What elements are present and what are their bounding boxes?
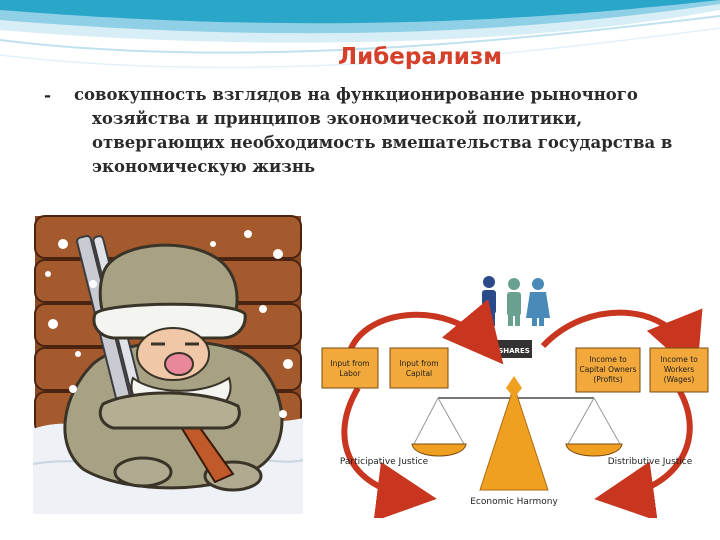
logo-text: SHARES <box>498 347 530 355</box>
snowflakes <box>45 230 293 418</box>
svg-text:Capital Owners: Capital Owners <box>579 365 636 374</box>
shares-logo <box>496 340 532 358</box>
flow-arrows <box>341 299 703 518</box>
people-icons <box>482 276 550 326</box>
svg-text:Workers: Workers <box>664 365 694 374</box>
bullet-dash: - <box>44 86 52 106</box>
svg-text:(Profits): (Profits) <box>593 375 622 384</box>
label-participative-justice: Participative Justice <box>340 457 429 467</box>
cartoon-guard-illustration <box>33 214 303 514</box>
label-economic-harmony: Economic Harmony <box>470 497 558 507</box>
economic-harmony-diagram: SHARES Input from Labor Input from Capit… <box>321 276 709 518</box>
slide-title: Либерализм <box>338 44 502 70</box>
svg-text:Input from: Input from <box>399 359 438 368</box>
header-wave <box>0 0 720 69</box>
definition-text: совокупность взглядов на функционировани… <box>74 83 684 179</box>
box-income-capital-owners: Income to Capital Owners (Profits) <box>575 347 641 393</box>
box-input-labor: Input from Labor <box>321 347 379 389</box>
svg-text:Income to: Income to <box>589 355 627 364</box>
svg-text:Income to: Income to <box>660 355 698 364</box>
balance-scale <box>411 376 623 491</box>
svg-text:Capital: Capital <box>406 369 432 378</box>
box-input-capital: Input from Capital <box>389 347 449 389</box>
definition-paragraph: совокупность взглядов на функционировани… <box>74 85 673 176</box>
label-distributive-justice: Distributive Justice <box>608 457 693 467</box>
box-income-workers: Income to Workers (Wages) <box>649 347 709 393</box>
svg-text:Input from: Input from <box>330 359 369 368</box>
svg-text:Labor: Labor <box>339 369 361 378</box>
svg-text:(Wages): (Wages) <box>664 375 695 384</box>
